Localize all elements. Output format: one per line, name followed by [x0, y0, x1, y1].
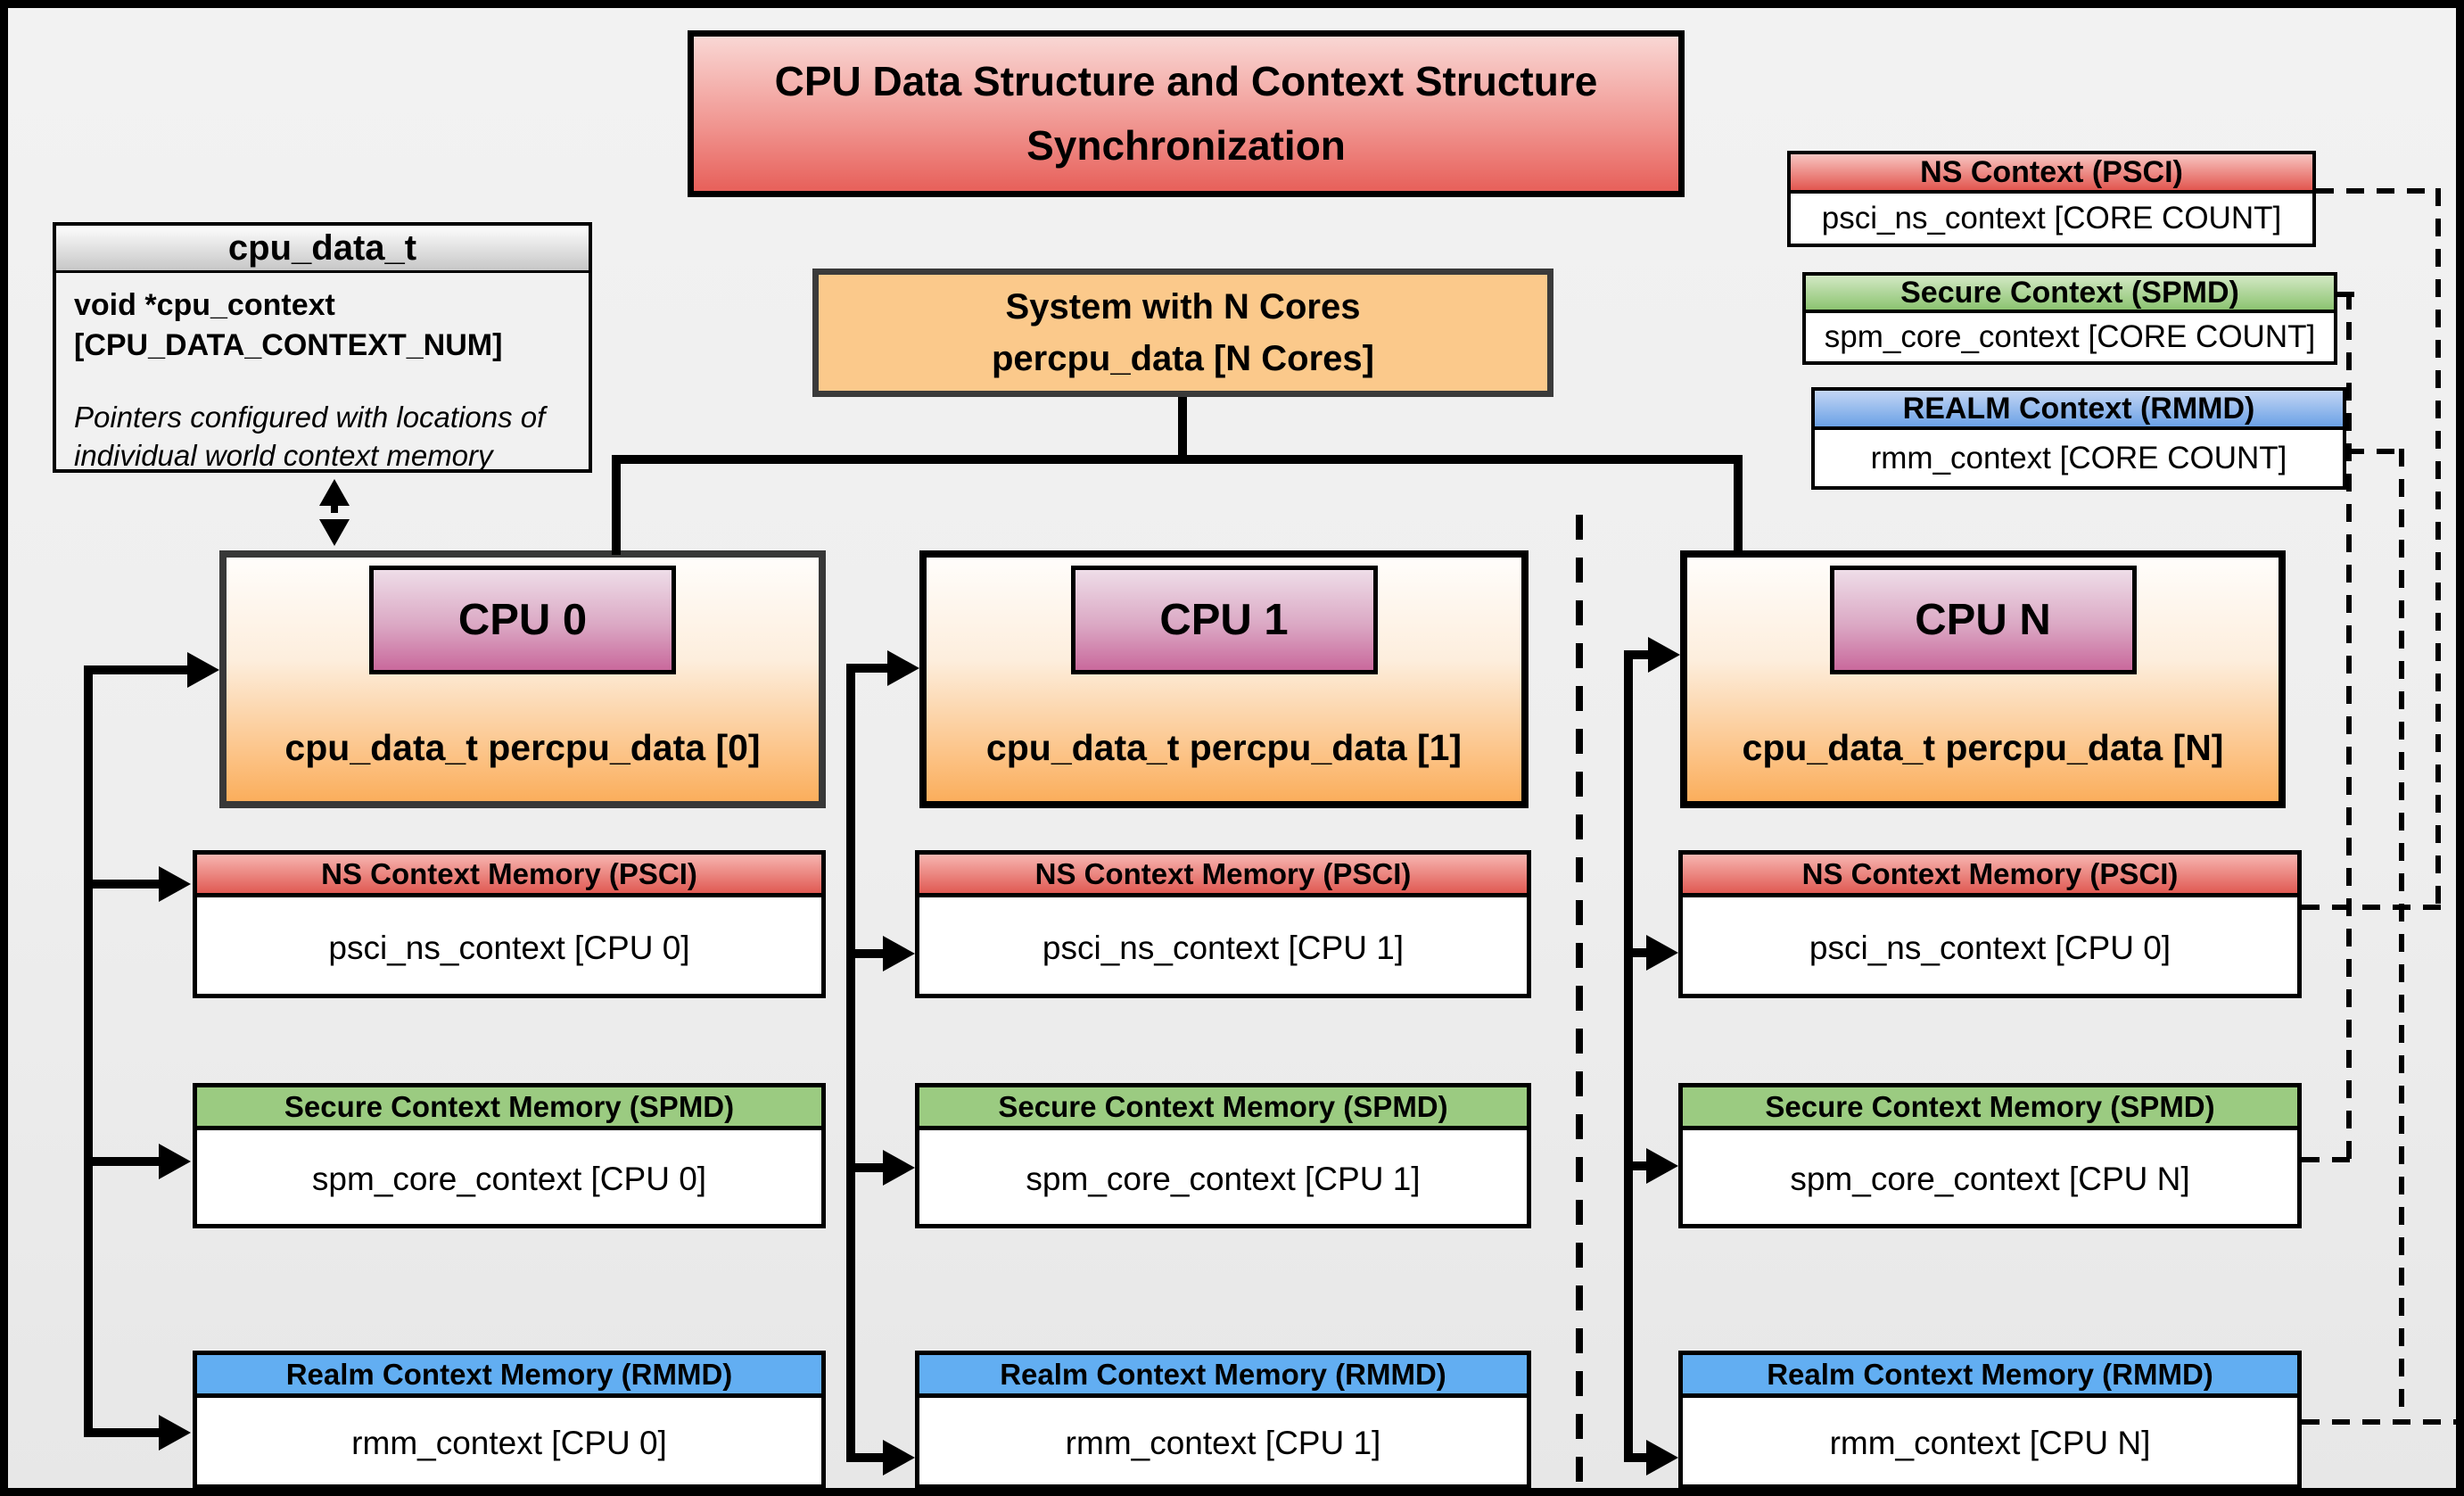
cpu-data-t-arrow-down-icon [319, 519, 350, 546]
cpu0-bus-vertical [84, 665, 93, 1437]
legend-secure-body: spm_core_context [CORE COUNT] [1824, 319, 2316, 354]
cpun-arrow-realm-icon [1646, 1440, 1678, 1475]
cpun-realm-body: rmm_context [CPU N] [1829, 1425, 2151, 1461]
cpun-arrow-ns-icon [1646, 935, 1678, 971]
system-box-line1: System with N Cores [1005, 287, 1361, 326]
cpu1-arrow-secure-icon [883, 1150, 915, 1186]
cpu0-ns-body: psci_ns_context [CPU 0] [328, 929, 690, 966]
cpu1-realm-context-box: Realm Context Memory (RMMD) rmm_context … [915, 1351, 1531, 1488]
dashed-secure-vertical [2346, 292, 2352, 1162]
cpun-box: CPU N cpu_data_t percpu_data [N] [1680, 550, 2286, 808]
cpu0-branch-secure [84, 1157, 159, 1166]
cpun-arrow-box-icon [1648, 637, 1680, 673]
system-box: System with N Cores percpu_data [N Cores… [812, 269, 1553, 397]
cpun-bus-vertical [1624, 650, 1633, 1462]
dashed-realm-legend-stub [2346, 449, 2407, 454]
cpu1-realm-header: Realm Context Memory (RMMD) [919, 1355, 1527, 1398]
cpu0-ns-header: NS Context Memory (PSCI) [197, 855, 821, 897]
dashed-ns-vertical [2435, 188, 2441, 913]
cpun-chip: CPU N [1829, 566, 2137, 674]
cpun-ns-body: psci_ns_context [CPU 0] [1809, 929, 2171, 966]
connector-system-hbar [612, 455, 1743, 464]
cpu1-chip: CPU 1 [1070, 566, 1378, 674]
cpu1-secure-body: spm_core_context [CPU 1] [1026, 1161, 1421, 1197]
cpun-data-label: cpu_data_t percpu_data [N] [1742, 727, 2224, 768]
dashed-realm-cpun-link [2302, 1419, 2456, 1425]
cpu-data-t-declaration: void *cpu_context [CPU_DATA_CONTEXT_NUM] [74, 288, 503, 362]
dashed-ns-legend-stub [2316, 188, 2441, 194]
cpu0-ns-context-box: NS Context Memory (PSCI) psci_ns_context… [193, 850, 826, 998]
cpun-ns-context-box: NS Context Memory (PSCI) psci_ns_context… [1678, 850, 2302, 998]
legend-ns-context: NS Context (PSCI) psci_ns_context [CORE … [1787, 151, 2316, 247]
cpu0-arrow-box-icon [187, 652, 219, 688]
cpu0-branch-realm [84, 1428, 159, 1437]
cpu1-branch-realm [846, 1453, 883, 1462]
cpu0-chip: CPU 0 [369, 566, 676, 674]
cpu1-secure-context-box: Secure Context Memory (SPMD) spm_core_co… [915, 1083, 1531, 1228]
cpu1-branch-ns [846, 949, 883, 958]
legend-ns-body: psci_ns_context [CORE COUNT] [1821, 201, 2282, 236]
dashed-secure-legend-stub [2337, 292, 2354, 297]
cpu0-branch-box [84, 665, 187, 674]
cpu1-arrow-realm-icon [883, 1440, 915, 1475]
cpun-ns-header: NS Context Memory (PSCI) [1683, 855, 2297, 897]
cpu0-realm-header: Realm Context Memory (RMMD) [197, 1355, 821, 1398]
cpu1-realm-body: rmm_context [CPU 1] [1065, 1425, 1381, 1461]
cpu-data-t-box: cpu_data_t void *cpu_context [CPU_DATA_C… [53, 222, 592, 473]
cpun-branch-ns [1624, 948, 1646, 957]
cpu0-branch-ns [84, 880, 159, 889]
diagram-title-text: CPU Data Structure and Context Structure… [774, 58, 1598, 169]
cpu1-arrow-ns-icon [883, 936, 915, 971]
cpun-realm-context-box: Realm Context Memory (RMMD) rmm_context … [1678, 1351, 2302, 1488]
cpu-data-t-arrow-shaft [331, 500, 338, 524]
cpu-data-t-header: cpu_data_t [56, 226, 589, 273]
legend-secure-context: Secure Context (SPMD) spm_core_context [… [1802, 272, 2337, 365]
diagram-title: CPU Data Structure and Context Structure… [688, 30, 1685, 197]
ellipsis-separator-line [1576, 515, 1583, 1488]
dashed-realm-vertical [2399, 449, 2404, 1425]
cpu0-secure-header: Secure Context Memory (SPMD) [197, 1087, 821, 1130]
cpun-realm-header: Realm Context Memory (RMMD) [1683, 1355, 2297, 1398]
cpu1-branch-secure [846, 1163, 883, 1172]
dashed-secure-cpun-link [2302, 1157, 2352, 1162]
cpu-data-t-note: Pointers configured with locations of in… [74, 400, 546, 473]
cpu1-data-label: cpu_data_t percpu_data [1] [985, 727, 1463, 768]
legend-ns-header: NS Context (PSCI) [1791, 154, 2312, 194]
cpu0-box: CPU 0 cpu_data_t percpu_data [0] [219, 550, 826, 808]
cpun-arrow-secure-icon [1646, 1148, 1678, 1184]
cpu1-bus-vertical [846, 664, 855, 1462]
cpu0-secure-body: spm_core_context [CPU 0] [311, 1161, 707, 1197]
legend-secure-header: Secure Context (SPMD) [1806, 276, 2334, 313]
cpu1-arrow-box-icon [887, 650, 919, 686]
cpu0-realm-context-box: Realm Context Memory (RMMD) rmm_context … [193, 1351, 826, 1488]
cpu0-arrow-realm-icon [159, 1415, 191, 1451]
cpun-branch-realm [1624, 1453, 1646, 1462]
cpu0-data-label: cpu_data_t percpu_data [0] [284, 727, 761, 768]
connector-system-drop-cpun [1734, 455, 1743, 555]
cpu1-ns-body: psci_ns_context [CPU 1] [1042, 929, 1405, 966]
connector-system-drop-cpu0 [612, 455, 621, 555]
cpu0-arrow-secure-icon [159, 1144, 191, 1179]
connector-system-stem [1178, 397, 1187, 459]
cpu0-secure-context-box: Secure Context Memory (SPMD) spm_core_co… [193, 1083, 826, 1228]
legend-realm-context: REALM Context (RMMD) rmm_context [CORE C… [1811, 387, 2346, 490]
cpu1-box: CPU 1 cpu_data_t percpu_data [1] [919, 550, 1529, 808]
legend-realm-header: REALM Context (RMMD) [1815, 391, 2343, 430]
cpu-data-t-body: void *cpu_context [CPU_DATA_CONTEXT_NUM]… [56, 273, 589, 475]
cpun-secure-context-box: Secure Context Memory (SPMD) spm_core_co… [1678, 1083, 2302, 1228]
cpun-branch-box [1624, 650, 1648, 659]
cpun-branch-secure [1624, 1161, 1646, 1170]
cpu1-branch-box [846, 664, 887, 673]
legend-realm-body: rmm_context [CORE COUNT] [1870, 440, 2287, 475]
dashed-ns-cpun-link [2302, 905, 2441, 910]
cpu1-secure-header: Secure Context Memory (SPMD) [919, 1087, 1527, 1130]
cpu1-ns-header: NS Context Memory (PSCI) [919, 855, 1527, 897]
system-box-line2: percpu_data [N Cores] [992, 339, 1374, 378]
cpu1-ns-context-box: NS Context Memory (PSCI) psci_ns_context… [915, 850, 1531, 998]
cpun-secure-body: spm_core_context [CPU N] [1790, 1161, 2190, 1197]
cpun-secure-header: Secure Context Memory (SPMD) [1683, 1087, 2297, 1130]
cpu0-arrow-ns-icon [159, 866, 191, 902]
cpu0-realm-body: rmm_context [CPU 0] [351, 1425, 667, 1461]
